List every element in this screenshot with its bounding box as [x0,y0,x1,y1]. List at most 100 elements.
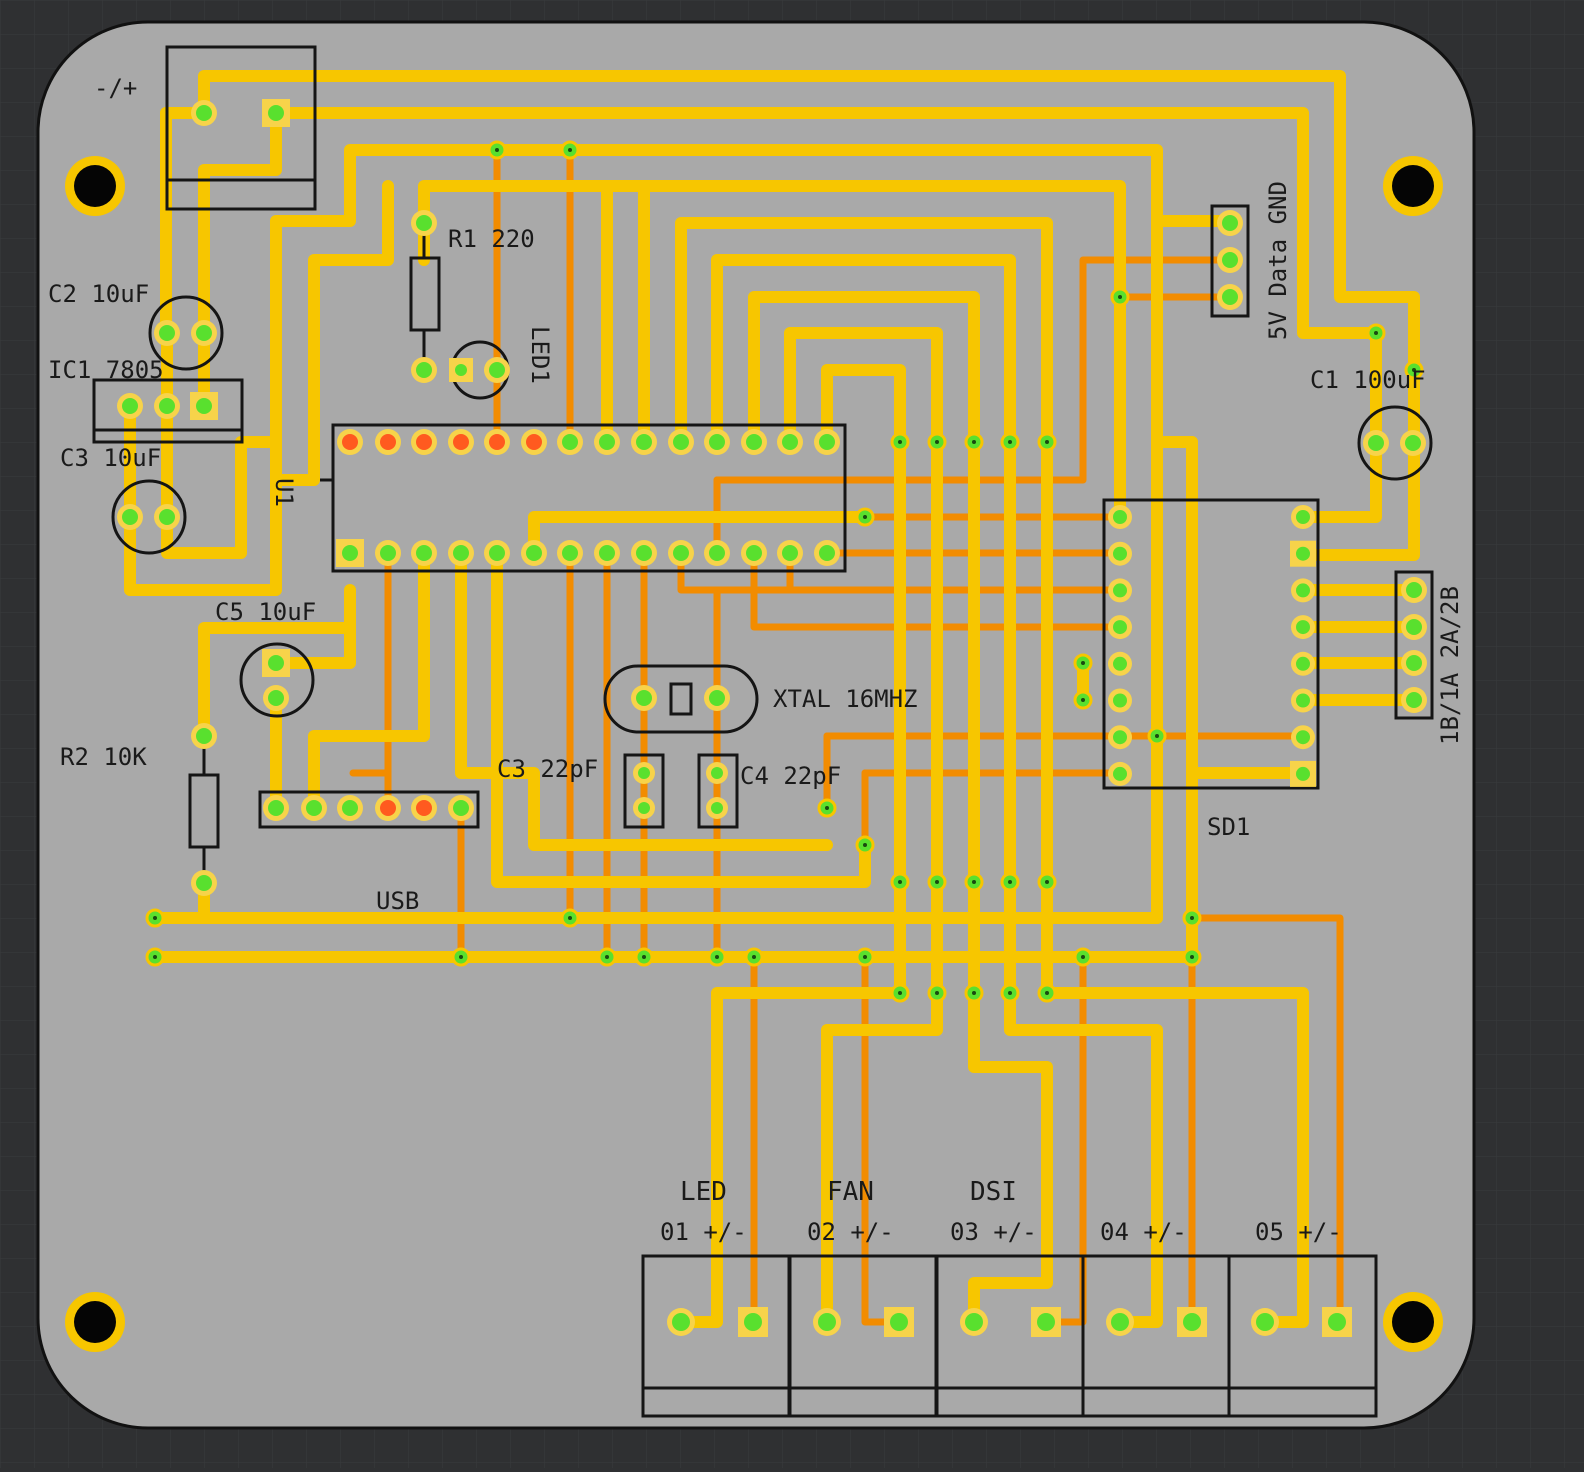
via-hole [898,880,902,884]
via-hole [1045,880,1049,884]
pad [526,545,542,561]
square-pad [1183,1313,1201,1331]
pad [453,800,469,816]
pad [636,690,652,706]
via-hole [1155,734,1159,738]
pad [636,545,652,561]
pad [342,800,358,816]
via-hole [825,806,829,810]
pad [1296,510,1310,524]
ports-label: 1B/1A 2A/2B [1436,586,1464,745]
pad [416,362,432,378]
pad [1113,583,1127,598]
unconnected-pad [489,434,505,450]
pad [638,802,650,814]
sensor-label: 5V Data GND [1264,181,1292,340]
via-hole [972,880,976,884]
pad [1111,1313,1129,1331]
via-hole [1045,440,1049,444]
via-hole [1081,661,1085,665]
pad [746,434,762,450]
output-port-label: 03 +/- [950,1218,1037,1246]
pads [117,99,1427,1337]
via-hole [752,955,756,959]
pad [380,545,396,561]
pad [1406,692,1422,708]
via-hole [1008,440,1012,444]
pad [159,325,175,341]
pad [819,434,835,450]
pad [1113,546,1127,561]
pad [782,434,798,450]
via-hole [1412,368,1416,372]
pad [746,545,762,561]
pad [673,434,689,450]
xtal-label: XTAL 16MHZ [773,685,918,713]
pad [965,1313,983,1331]
pad [196,105,212,121]
pad [1222,252,1238,268]
via-hole [715,955,719,959]
pad [453,545,469,561]
sd1-label: SD1 [1207,813,1250,841]
pad [1296,583,1310,598]
r2-label: R2 10K [60,743,147,771]
pad [196,875,212,891]
output-port-label: 04 +/- [1100,1218,1187,1246]
c4-label: C4 22pF [740,762,841,790]
output-group-label: DSI [970,1177,1017,1207]
pad [1222,289,1238,305]
pad [709,545,725,561]
pad [1113,693,1127,708]
unconnected-pad [342,434,358,450]
via-hole [642,955,646,959]
unconnected-pad [453,434,469,450]
via-hole [153,916,157,920]
pad [1296,730,1310,745]
unconnected-pad [416,800,432,816]
u1-label: U1 [270,478,298,507]
via-hole [898,440,902,444]
c5-label: C5 10uF [215,598,316,626]
pad [599,545,615,561]
via-hole [1081,955,1085,959]
via-hole [1190,955,1194,959]
square-pad [1296,766,1310,781]
via-hole [935,440,939,444]
pad [673,545,689,561]
via-hole [863,515,867,519]
pad [1113,620,1127,635]
pad [159,398,175,414]
pad [711,767,723,779]
pad [416,215,432,231]
square-pad [1037,1313,1055,1331]
r1-label: R1 220 [448,225,535,253]
pad [1406,582,1422,598]
pad [782,545,798,561]
pad [638,767,650,779]
unconnected-pad [380,434,396,450]
pad [1405,435,1421,451]
pad [1296,693,1310,708]
pad [709,434,725,450]
square-pad [268,105,284,121]
pad [1296,620,1310,635]
square-pad [1296,546,1310,561]
pad [818,1313,836,1331]
square-pad [268,655,284,671]
led1-label: LED1 [526,326,554,384]
pad [636,434,652,450]
via-hole [972,440,976,444]
via-hole [972,991,976,995]
square-pad [744,1313,762,1331]
pad [1296,656,1310,671]
c3a-label: C3 10uF [60,444,161,472]
c3b-label: C3 22pF [497,755,598,783]
via-hole [459,955,463,959]
pad [122,509,138,525]
pad [672,1313,690,1331]
pad [268,690,284,706]
